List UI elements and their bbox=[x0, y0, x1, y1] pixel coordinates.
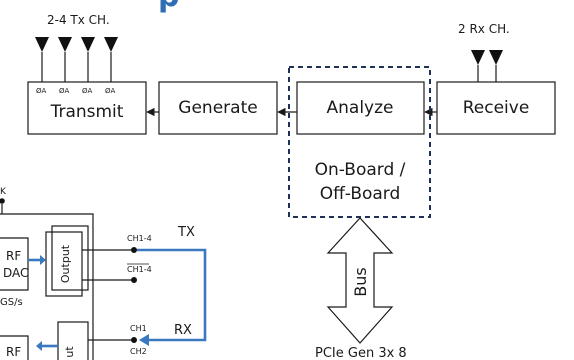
bus-double-arrow bbox=[326, 217, 394, 344]
rx-antenna-group bbox=[471, 50, 503, 82]
rf-bottom-label: RF bbox=[6, 345, 21, 359]
tx-antenna-icon bbox=[104, 37, 118, 82]
rx-label: RX bbox=[174, 323, 192, 338]
port-label: ØA bbox=[82, 87, 93, 95]
output-bottom-label: ut bbox=[63, 346, 76, 358]
dac-label: DAC bbox=[3, 266, 28, 280]
bus-label: Bus bbox=[351, 267, 370, 296]
ch2-label: CH2 bbox=[130, 347, 147, 356]
transmit-block bbox=[27, 81, 147, 135]
port-label: ØA bbox=[105, 87, 116, 95]
output-block-bottom bbox=[57, 321, 89, 360]
generate-block bbox=[158, 81, 278, 135]
port-label: ØA bbox=[36, 87, 47, 95]
header-fragment: p bbox=[158, 0, 179, 14]
rx-antenna-icon bbox=[471, 50, 485, 82]
receive-block bbox=[436, 81, 556, 135]
clock-label: K bbox=[0, 187, 7, 197]
rf-top-label: RF bbox=[6, 249, 21, 263]
rx-antenna-icon bbox=[489, 50, 503, 82]
rx-antennas-label: 2 Rx CH. bbox=[458, 22, 510, 36]
tx-antenna-icon bbox=[35, 37, 49, 82]
onboard-label-line1: On-Board / bbox=[315, 160, 406, 180]
tx-antenna-group bbox=[35, 37, 118, 82]
port-label: ØA bbox=[59, 87, 70, 95]
tx-label: TX bbox=[177, 225, 195, 240]
ch-top-bar-node bbox=[131, 277, 137, 283]
tx-antennas-label: 2-4 Tx CH. bbox=[47, 13, 110, 27]
board-schematic: K RF DAC GS/s Output RF ut CH1-4 CH1-4 bbox=[0, 187, 207, 360]
clock-node bbox=[0, 198, 5, 204]
generate-label: Generate bbox=[178, 98, 257, 118]
rf-dac-block bbox=[0, 237, 29, 291]
rf-adc-block bbox=[0, 335, 29, 360]
processing-boundary bbox=[288, 66, 431, 218]
analyze-label: Analyze bbox=[327, 98, 394, 118]
tx-antenna-icon bbox=[58, 37, 72, 82]
pcie-label: PCIe Gen 3x 8 bbox=[315, 346, 407, 360]
ch-top-label: CH1-4 bbox=[127, 234, 152, 243]
transmit-label: Transmit bbox=[50, 102, 124, 122]
onboard-label-line2: Off-Board bbox=[320, 184, 401, 204]
loopback-arrowhead bbox=[139, 334, 149, 346]
gs-label: GS/s bbox=[0, 297, 23, 308]
ch1-node bbox=[131, 337, 137, 343]
receive-label: Receive bbox=[463, 98, 530, 118]
tx-antenna-icon bbox=[81, 37, 95, 82]
ch-top-node bbox=[131, 247, 137, 253]
loopback-path bbox=[137, 248, 207, 342]
analyze-block bbox=[296, 81, 425, 135]
output-block-top-back bbox=[51, 225, 89, 291]
board-outline bbox=[0, 213, 94, 360]
ch1-label: CH1 bbox=[130, 324, 147, 333]
ch-top-bar-label: CH1-4 bbox=[127, 265, 152, 274]
output-top-label: Output bbox=[59, 244, 72, 283]
